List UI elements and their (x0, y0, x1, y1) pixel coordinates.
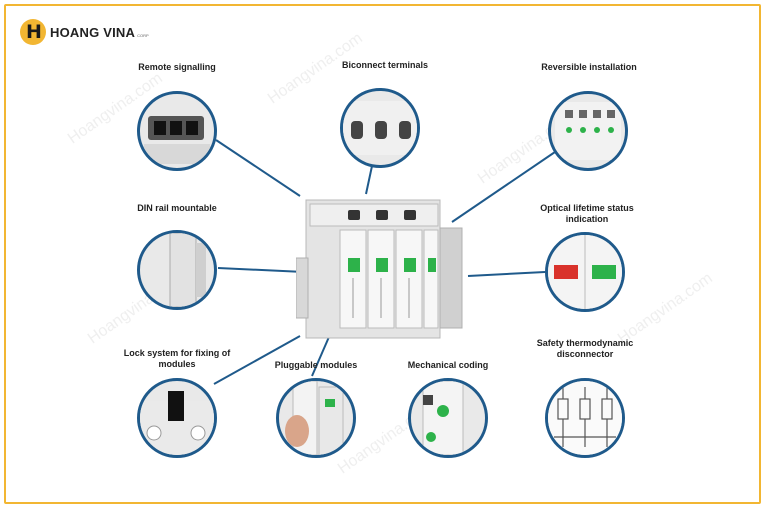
optical-lifetime-label: Optical lifetime status indication (540, 203, 634, 224)
surge-protector-device (296, 199, 463, 339)
reversible-installation-circle (548, 91, 628, 171)
lock-system-circle (137, 378, 217, 458)
safety-disconnector-label: Safety thermodynamic disconnector (536, 338, 634, 359)
pluggable-modules-label: Pluggable modules (274, 360, 358, 370)
brand-sub: CORP (137, 33, 149, 38)
din-rail-label: DIN rail mountable (137, 203, 217, 213)
remote-signalling-circle (137, 91, 217, 171)
mechanical-coding-circle (408, 378, 488, 458)
optical-lifetime-circle (545, 232, 625, 312)
din-rail-circle (137, 230, 217, 310)
brand-name: HOANG VINA (50, 24, 136, 40)
pluggable-modules-circle (276, 378, 356, 458)
biconnect-terminals-label: Biconnect terminals (341, 60, 429, 70)
lock-system-label: Lock system for fixing of modules (123, 348, 231, 369)
brand-logo: H HOANG VINA CORP (20, 19, 149, 45)
reversible-installation-label: Reversible installation (541, 62, 637, 72)
mechanical-coding-label: Mechanical coding (407, 360, 489, 370)
safety-disconnector-circle (545, 378, 625, 458)
logo-mark: H (20, 19, 46, 45)
remote-signalling-label: Remote signalling (138, 62, 216, 72)
biconnect-terminals-circle (340, 88, 420, 168)
